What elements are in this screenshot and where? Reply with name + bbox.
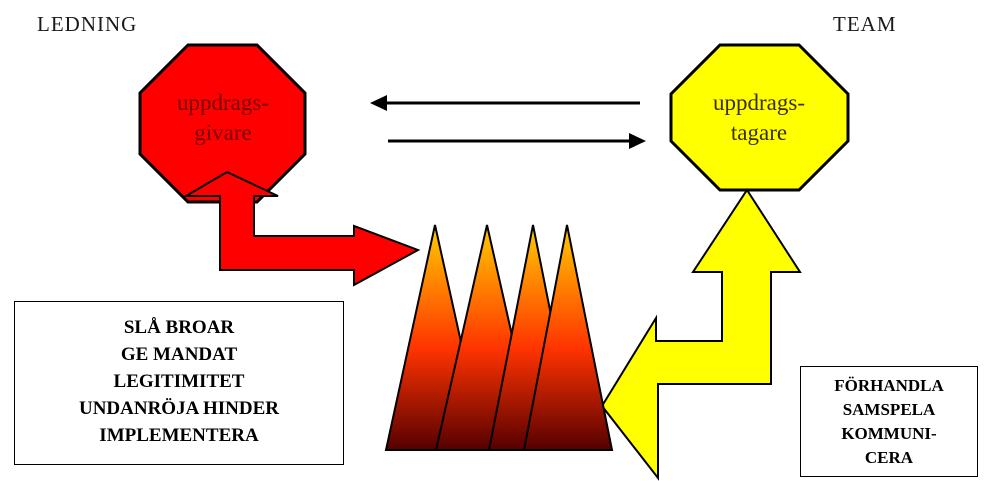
team-action-1: FÖRHANDLA	[834, 376, 944, 395]
contractor-label: uppdrags- tagare	[684, 88, 834, 148]
arrow-right	[388, 133, 646, 149]
management-action-5: IMPLEMENTERA	[99, 425, 259, 446]
flame-4	[522, 224, 614, 451]
team-action-3: KOMMUNI-	[841, 424, 937, 443]
flames	[384, 224, 614, 451]
client-label: uppdrags- givare	[150, 88, 296, 148]
team-arrow	[600, 188, 802, 481]
contractor-label-line-2: tagare	[730, 120, 788, 145]
header-team: TEAM	[833, 12, 897, 36]
team-action-2: SAMSPELA	[842, 400, 936, 419]
management-arrow	[182, 170, 421, 287]
management-action-4: UNDANRÖJA HINDER	[78, 398, 280, 419]
management-action-1: SLÅ BROAR	[123, 317, 235, 338]
client-octagon	[138, 43, 307, 204]
header-ledning: LEDNING	[37, 12, 138, 36]
contractor-octagon	[669, 43, 850, 192]
arrow-left	[370, 95, 640, 111]
client-label-line-2: givare	[194, 120, 252, 145]
team-actions-box: FÖRHANDLA SAMSPELA KOMMUNI- CERA	[800, 366, 978, 477]
management-action-3: LEGITIMITET	[113, 371, 245, 392]
contractor-label-line-1: uppdrags-	[713, 90, 805, 115]
team-action-4: CERA	[864, 448, 914, 467]
management-action-2: GE MANDAT	[120, 344, 238, 365]
management-actions-box: SLÅ BROAR GE MANDAT LEGITIMITET UNDANRÖJ…	[14, 301, 344, 465]
client-label-line-1: uppdrags-	[177, 90, 269, 115]
